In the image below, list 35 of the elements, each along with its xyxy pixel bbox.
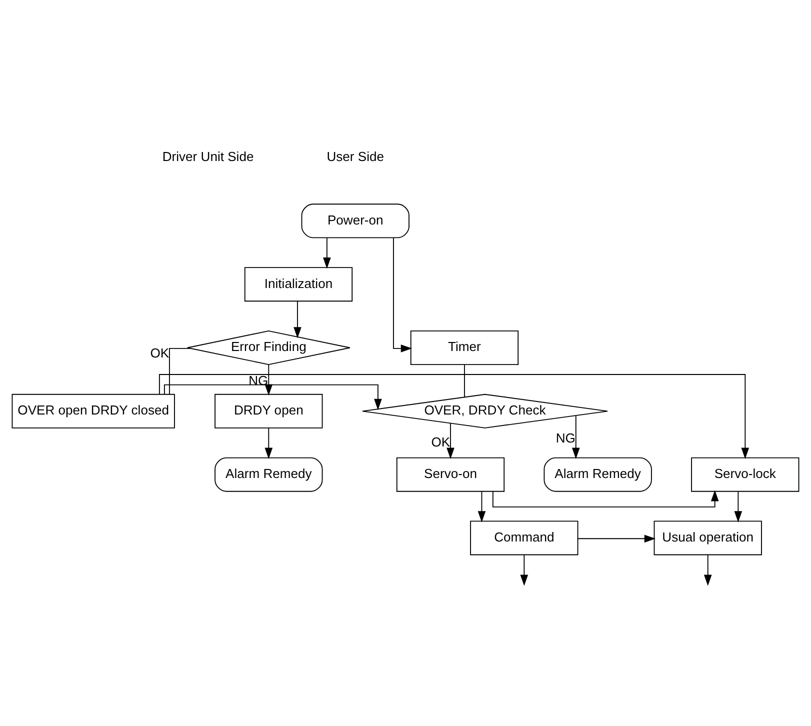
node-diamond: OVER, DRDY Check	[362, 394, 608, 428]
edge-label: NG	[556, 430, 576, 446]
node-box: DRDY open	[214, 394, 323, 428]
arrow	[577, 534, 656, 543]
arrow	[520, 554, 528, 586]
node-box: Initialization	[244, 267, 353, 302]
node-box: OVER open DRDY closed	[12, 394, 175, 428]
arrow	[294, 300, 302, 338]
node-box: Servo-on	[396, 457, 505, 492]
node-box: Alarm Remedy	[214, 457, 323, 492]
node-diamond: Error Finding	[186, 330, 350, 365]
node-box: Timer	[410, 330, 519, 365]
node-box: Command	[470, 520, 578, 556]
arrow	[704, 554, 712, 586]
arrow	[446, 422, 454, 459]
arrow	[478, 491, 486, 522]
edge-label: OK	[150, 345, 170, 360]
edge-label: OK	[431, 434, 450, 450]
arrow	[734, 491, 742, 522]
connector	[464, 364, 465, 398]
connector	[169, 348, 191, 395]
node-box: Alarm Remedy	[544, 457, 652, 492]
node-box: Servo-lock	[691, 457, 800, 492]
label: User Side	[326, 148, 384, 164]
arrow	[572, 415, 580, 459]
arrow	[158, 374, 750, 459]
arrow	[323, 237, 331, 269]
arrow	[164, 384, 382, 410]
node-box: Usual operation	[654, 520, 762, 556]
arrow	[393, 237, 412, 352]
arrow	[492, 490, 719, 508]
label: Driver Unit Side	[162, 148, 254, 164]
arrow	[264, 428, 273, 459]
node-box: Power-on	[301, 204, 410, 238]
arrow	[264, 364, 273, 396]
